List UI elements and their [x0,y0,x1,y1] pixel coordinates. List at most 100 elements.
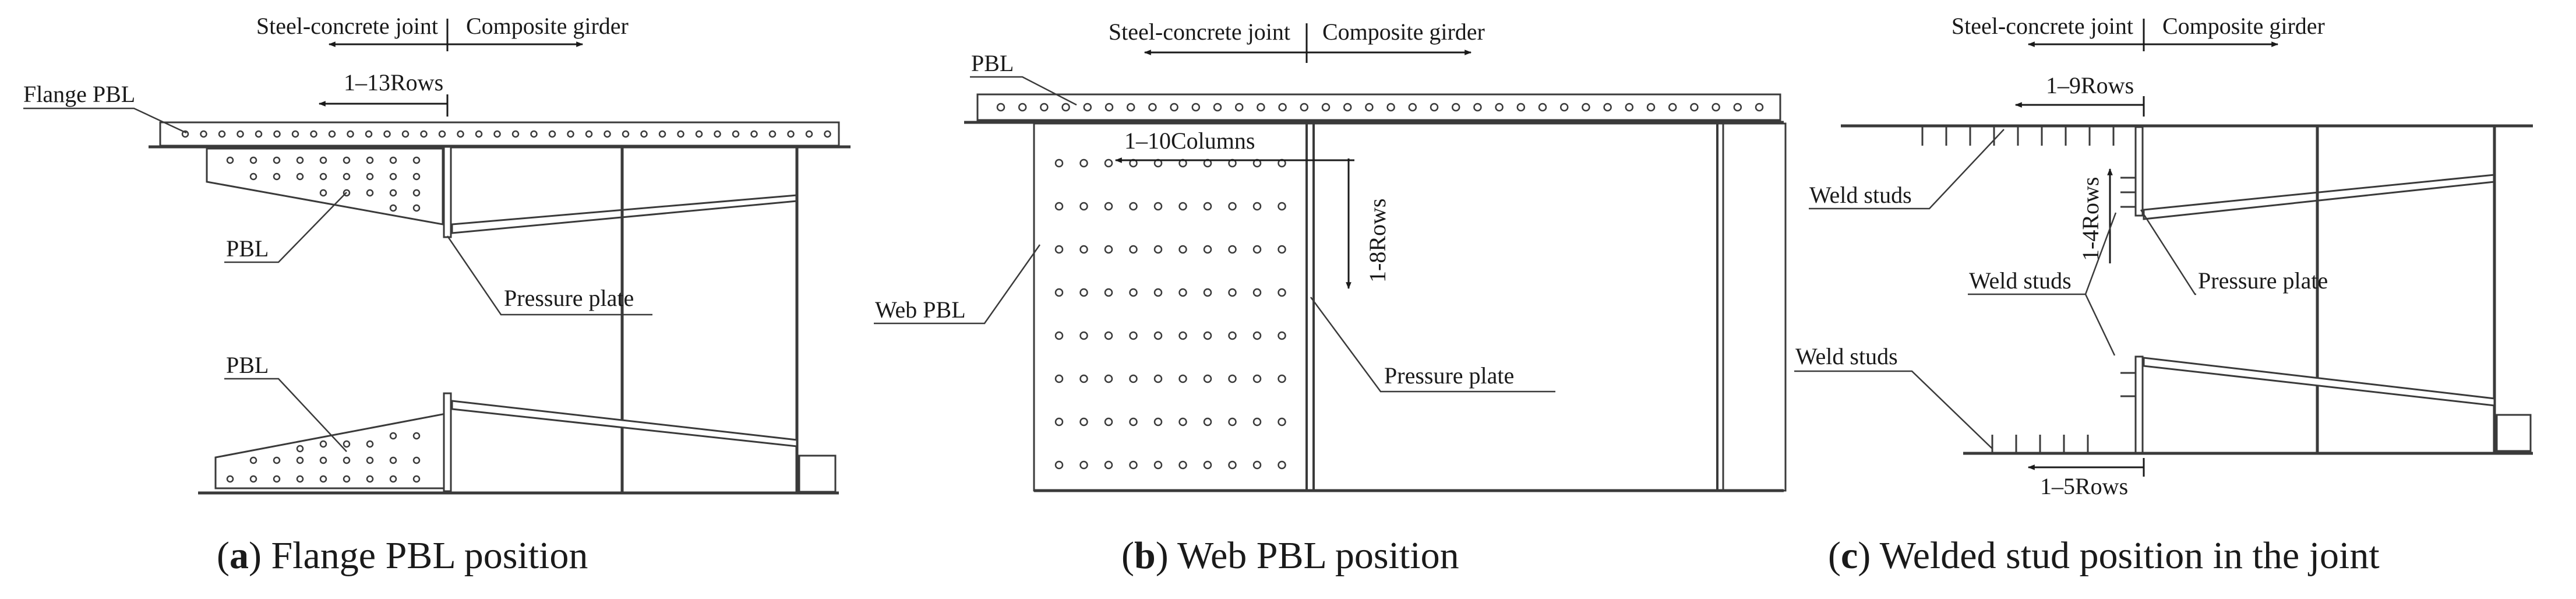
flange-hole [695,130,703,138]
top-hole [1559,103,1569,112]
header-steel-concrete-joint: Steel-concrete joint [1109,19,1290,45]
pbl-hole [249,456,257,464]
web-hole [1054,417,1064,427]
top-hole [1668,103,1677,112]
pbl-hole [319,456,327,464]
flange-hole [255,130,263,138]
flange-hole [677,130,684,138]
top-hole [1170,103,1178,112]
web-hole [1054,288,1064,297]
lower-sloped-web [2143,357,2496,407]
weld-studs-bottom-leader [1794,370,1993,449]
pbl-hole [273,475,281,483]
flange-hole [567,130,574,138]
web-hole [1178,374,1187,383]
web-hole [1228,288,1237,297]
panel-c-weld-studs: Steel-concrete joint Composite girder 1–… [1794,13,2533,577]
caption-c-text: Welded stud position in the joint [1871,534,2379,577]
pbl-hole [319,440,327,448]
web-hole [1252,202,1262,211]
flange-hole [824,130,831,138]
web-hole [1079,460,1088,470]
pbl-hole [273,156,281,164]
web-hole [1129,245,1138,254]
top-weld-studs [1921,127,2115,146]
web-pbl-label: Web PBL [875,297,966,323]
web-hole [1104,331,1113,340]
pressure-leader [1310,297,1555,393]
web-hole [1278,460,1286,470]
web-hole [1178,331,1187,340]
web-hole [1153,417,1163,427]
top-hole [1451,103,1460,112]
web-hole [1228,202,1237,211]
pbl-lower-leader [224,378,347,452]
weld-studs-mid-leader-2 [2084,294,2116,356]
web-hole [1079,202,1088,211]
flange-hole [365,130,373,138]
rows-vert-label: 1-4Rows [2077,177,2104,261]
web-hole [1054,158,1064,168]
web-hole [1252,374,1262,383]
top-hole [1213,103,1222,112]
pbl-hole [273,172,281,181]
web-hole [1129,288,1138,297]
flange-holes [181,130,831,138]
pbl-hole [296,456,304,464]
pbl-lower-label: PBL [226,352,269,378]
web-hole [1129,460,1138,470]
web-hole [1079,374,1088,383]
top-hole [1191,103,1201,112]
web-hole [1278,374,1286,383]
caption-b: (b) Web PBL position [1121,534,1459,577]
lower-end-box [798,454,837,493]
pbl-hole [343,456,351,464]
weld-studs-bottom-label: Weld studs [1795,343,1898,369]
flange-hole [750,130,758,138]
panel-b-web-pbl: Steel-concrete joint Composite girder PB… [874,19,1787,577]
web-hole [1079,288,1088,297]
top-hole [1603,103,1612,112]
pbl-hole [412,156,421,164]
web-hole [1278,331,1286,340]
header-steel-concrete-joint: Steel-concrete joint [256,13,438,39]
top-hole [1278,103,1287,112]
web-hole [1054,202,1064,211]
flange-hole [585,130,593,138]
flange-hole [347,130,354,138]
upper-sloped-web [451,194,798,234]
top-hole [1234,103,1244,112]
flange-hole [787,130,795,138]
web-hole [1104,245,1113,254]
pbl-hole [412,432,421,440]
web-pbl-leader [874,244,1041,325]
pbl-hole [249,475,257,483]
panel-a-flange-pbl: Steel-concrete joint Composite girder 1–… [23,13,851,577]
web-hole [1278,417,1286,427]
top-pbl-holes [996,103,1764,112]
top-hole [1473,103,1482,112]
web-hole [1203,288,1212,297]
lower-end-box [2496,414,2532,452]
flange-hole [493,130,501,138]
pbl-leader [970,76,1077,106]
flange-hole [805,130,813,138]
top-hole [1582,103,1590,112]
web-hole [1104,417,1113,427]
bottom-weld-studs [1991,435,2089,453]
pbl-hole [389,475,397,483]
header-composite-girder: Composite girder [2162,13,2325,39]
web-hole [1104,288,1113,297]
web-hole [1178,288,1187,297]
lower-pbl-plate [214,413,447,489]
top-hole [1321,103,1331,112]
web-hole [1054,460,1064,470]
header-composite-girder: Composite girder [1322,19,1485,45]
pbl-upper-label: PBL [226,235,269,262]
pbl-hole [319,156,327,164]
flange-hole [438,130,446,138]
web-hole [1203,374,1212,383]
web-hole [1054,331,1064,340]
web-hole [1278,202,1286,211]
